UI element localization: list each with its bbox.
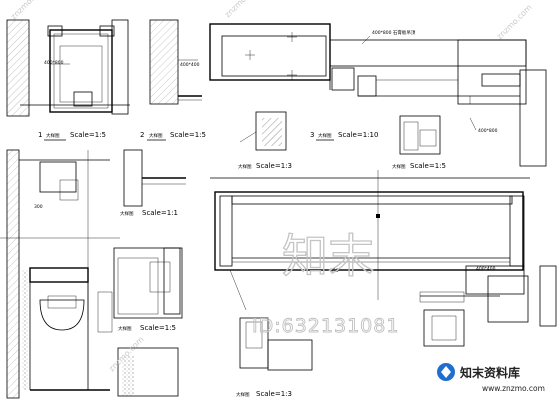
svg-text:3: 3 (310, 131, 314, 139)
watermark: 知末 ID:632131081 znzmo.com znzmo.com znzm… (9, 0, 546, 411)
detail-left-mid: 大样图 Scale=1:1 (120, 149, 186, 217)
watermark-site-1: znzmo.com (9, 0, 48, 21)
detail-2-scale: Scale=1:5 (170, 131, 206, 139)
brand-badge: 知末资料库 www.znzmo.com (428, 356, 560, 420)
dim-300: 300 (34, 204, 43, 210)
detail-bottom-center-scale: Scale=1:3 (256, 390, 292, 398)
dim-400x800-right: 400*800 (478, 128, 498, 134)
left-vertical-section: 300 (0, 149, 120, 399)
brand-url: www.znzmo.com (482, 384, 545, 393)
svg-text:2: 2 (140, 131, 144, 139)
detail-small-b-scale: Scale=1:5 (410, 162, 446, 170)
top-note: 400*800 石膏板吊顶 (372, 29, 416, 36)
ceiling-section-top: 400*800 石膏板吊顶 (209, 23, 547, 167)
ceiling-section-bottom: 550 400*400 (210, 170, 557, 327)
detail-small-a-title: 大样图 (238, 163, 252, 170)
detail-1: 400*800 1 大样图 Scale=1:5 (6, 19, 130, 141)
detail-small-b: 大样图 Scale=1:5 400*800 (392, 115, 498, 170)
detail-bottom-mid-scale: Scale=1:5 (140, 324, 176, 332)
detail-small-a: 大样图 Scale=1:3 (238, 111, 292, 170)
detail-1-scale: Scale=1:5 (70, 131, 106, 139)
watermark-site-3: znzmo.com (495, 3, 534, 42)
dim-400x800: 400*800 (44, 60, 64, 66)
detail-small-a-scale: Scale=1:3 (256, 162, 292, 170)
detail-small-b-title: 大样图 (392, 163, 406, 170)
detail-2: 400*400 2 大样图 Scale=1:5 (140, 19, 206, 141)
detail-bottom-center: 大样图 Scale=1:3 (236, 309, 465, 398)
dim-550: 550 (330, 268, 339, 274)
washbasin-section (29, 267, 113, 391)
dim-400x400-right: 400*400 (476, 266, 496, 272)
detail-left-mid-title: 大样图 (120, 210, 134, 217)
detail-1-title: 大样图 (46, 132, 60, 139)
detail-3: 3 大样图 Scale=1:10 (310, 131, 378, 141)
detail-bottom-mid-title: 大样图 (118, 325, 132, 332)
svg-text:1: 1 (38, 131, 42, 139)
detail-2-title: 大样图 (149, 132, 163, 139)
brand-name: 知末资料库 (459, 365, 520, 380)
detail-bottom-mid: 大样图 Scale=1:5 (113, 247, 183, 397)
detail-bottom-center-title: 大样图 (236, 391, 250, 398)
watermark-logo-text: 知末 (282, 229, 374, 283)
watermark-site-2: znzmo.com (223, 0, 262, 19)
detail-3-scale: Scale=1:10 (338, 131, 378, 139)
dim-400x400: 400*400 (180, 62, 200, 68)
detail-left-mid-scale: Scale=1:1 (142, 209, 178, 217)
brand-logo-icon (437, 363, 455, 381)
watermark-id: ID:632131081 (252, 315, 399, 337)
detail-3-title: 大样图 (318, 132, 332, 139)
